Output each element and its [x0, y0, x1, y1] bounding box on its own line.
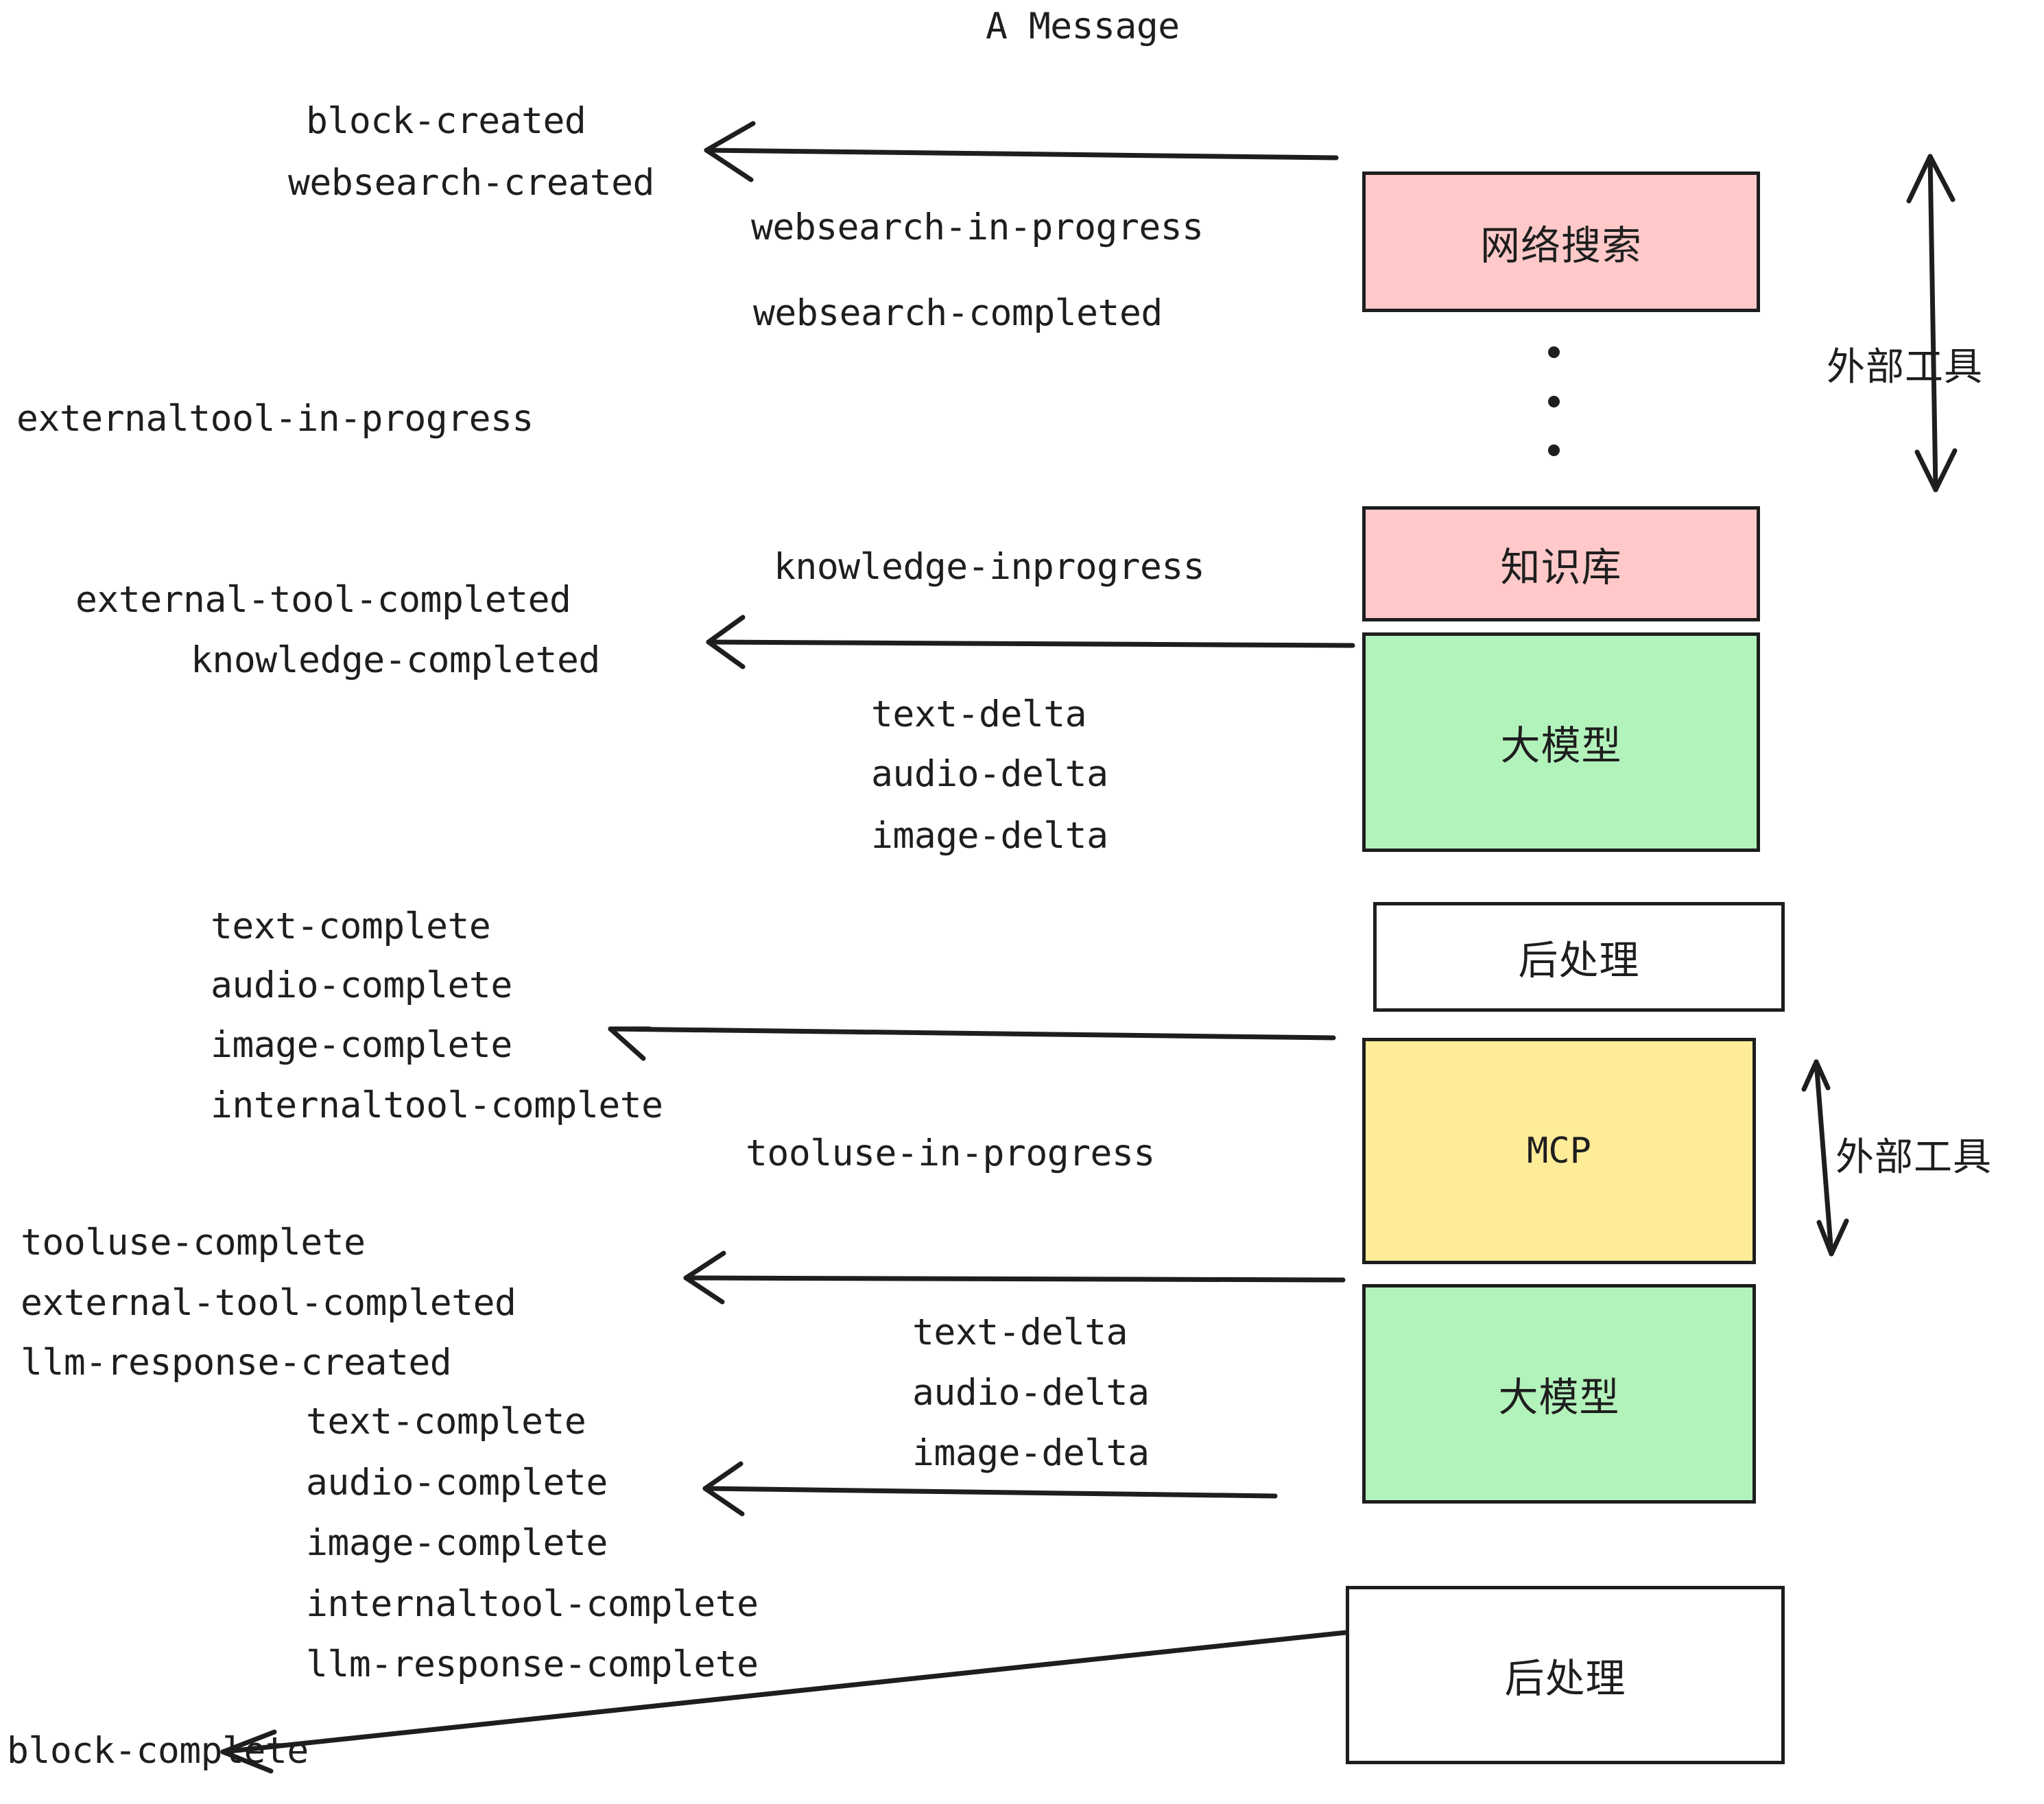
arrow-mcp-to-tooluse-complete — [683, 1250, 1346, 1305]
event-label-websearch-completed: websearch-completed — [753, 292, 1163, 334]
node-llm-1-label: 大模型 — [1500, 722, 1622, 769]
event-label-externaltool-in-progress: externaltool-in-progress — [16, 398, 534, 440]
event-label-internaltool-complete-2: internaltool-complete — [306, 1583, 759, 1625]
bracket-arrow-external-tool-1 — [1906, 154, 1958, 492]
node-websearch-label: 网络搜索 — [1479, 222, 1642, 269]
node-llm-2[interactable]: 大模型 — [1362, 1284, 1756, 1504]
side-label-external-tool-2: 外部工具 — [1835, 1135, 1992, 1180]
ellipsis-dots — [1547, 346, 1560, 456]
event-label-image-complete-1: image-complete — [211, 1024, 512, 1066]
event-label-image-delta-2: image-delta — [912, 1432, 1150, 1474]
event-label-audio-delta-2: audio-delta — [912, 1372, 1150, 1414]
node-knowledge-label: 知识库 — [1500, 544, 1622, 591]
event-label-text-delta-2: text-delta — [912, 1312, 1128, 1353]
event-label-knowledge-inprogress: knowledge-inprogress — [774, 546, 1205, 588]
node-mcp-label: MCP — [1527, 1130, 1591, 1172]
event-label-llm-response-created: llm-response-created — [21, 1342, 452, 1384]
event-label-external-tool-completed-2: external-tool-completed — [21, 1282, 516, 1324]
node-llm-2-label: 大模型 — [1498, 1374, 1620, 1421]
node-llm-1[interactable]: 大模型 — [1362, 632, 1760, 852]
event-label-block-complete: block-complete — [7, 1730, 309, 1772]
event-label-knowledge-completed: knowledge-completed — [191, 639, 600, 681]
node-websearch[interactable]: 网络搜索 — [1362, 171, 1760, 312]
side-label-external-tool-1: 外部工具 — [1827, 345, 1983, 390]
node-postprocess-1-label: 后处理 — [1518, 937, 1640, 984]
event-label-external-tool-completed-1: external-tool-completed — [75, 579, 571, 621]
event-label-text-complete-2: text-complete — [306, 1401, 586, 1443]
node-postprocess-2[interactable]: 后处理 — [1346, 1586, 1785, 1764]
event-label-tooluse-in-progress: tooluse-in-progress — [746, 1132, 1155, 1174]
node-postprocess-2-label: 后处理 — [1504, 1655, 1626, 1702]
event-label-text-complete-1: text-complete — [211, 905, 491, 947]
event-label-image-delta-1: image-delta — [871, 815, 1108, 857]
event-label-websearch-created: websearch-created — [288, 162, 654, 204]
arrow-postprocess-to-image-complete — [608, 1026, 1336, 1061]
arrow-websearch-to-block-created — [704, 121, 1339, 182]
node-postprocess-1[interactable]: 后处理 — [1373, 902, 1785, 1012]
event-label-websearch-in-progress: websearch-in-progress — [751, 206, 1204, 248]
event-label-block-created: block-created — [306, 100, 586, 142]
node-mcp[interactable]: MCP — [1362, 1038, 1756, 1264]
event-label-internaltool-complete-1: internaltool-complete — [211, 1084, 663, 1126]
event-label-text-delta-1: text-delta — [871, 693, 1087, 735]
event-label-audio-complete-2: audio-complete — [306, 1462, 608, 1504]
event-label-audio-complete-1: audio-complete — [211, 964, 512, 1006]
event-label-llm-response-complete: llm-response-complete — [306, 1643, 759, 1685]
page-title: A Message — [986, 5, 1180, 47]
node-knowledge[interactable]: 知识库 — [1362, 506, 1760, 621]
arrow-knowledge-to-knowledge-completed — [706, 615, 1355, 669]
event-label-image-complete-2: image-complete — [306, 1522, 608, 1564]
event-label-tooluse-complete: tooluse-complete — [21, 1222, 366, 1263]
event-label-audio-delta-1: audio-delta — [871, 753, 1108, 795]
